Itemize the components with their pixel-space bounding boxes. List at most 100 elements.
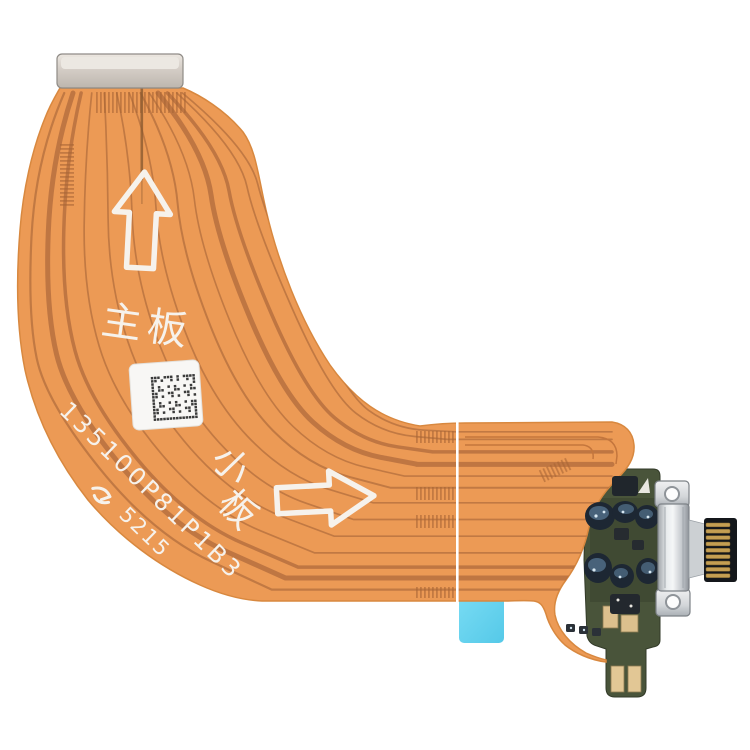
gold-pin	[705, 573, 731, 578]
white-divider-line	[456, 422, 459, 602]
qr-module	[175, 404, 178, 407]
qr-module	[167, 391, 171, 395]
qr-module	[168, 401, 172, 404]
ic-chip-bottom	[610, 594, 640, 614]
gold-pin	[705, 554, 731, 559]
usb-c-gold-pins	[705, 522, 731, 578]
qr-module	[183, 390, 187, 394]
qr-module	[195, 415, 198, 419]
qr-module	[151, 383, 154, 386]
usb-c-connector	[654, 480, 737, 617]
up-arrow-icon	[111, 169, 174, 272]
gold-pin	[705, 567, 731, 572]
qr-module	[154, 379, 157, 383]
qr-module	[173, 384, 177, 388]
ic-chip-mid2	[632, 540, 644, 550]
qr-module	[157, 376, 160, 380]
btb-connector-highlight	[61, 57, 179, 69]
qr-module	[174, 400, 178, 404]
pcb-components	[566, 476, 660, 636]
usb-c-bottom-screw-hole	[665, 594, 681, 610]
qr-module	[190, 399, 194, 403]
qr-module	[153, 418, 157, 422]
qr-module	[186, 377, 189, 381]
qr-module	[151, 389, 155, 393]
qr-module	[155, 392, 158, 396]
qr-module	[178, 410, 182, 413]
qr-module	[160, 379, 164, 383]
qr-module	[189, 374, 192, 377]
qr-module	[192, 377, 196, 380]
qr-module	[152, 402, 156, 406]
qr-module	[157, 389, 161, 392]
qr-module	[178, 403, 181, 407]
mic-pad	[627, 665, 642, 693]
qr-module	[161, 388, 164, 392]
qr-module	[163, 375, 167, 379]
qr-module	[168, 407, 172, 411]
qr-module	[166, 417, 170, 421]
copper-trace	[139, 92, 613, 489]
gold-pin	[705, 529, 731, 534]
qr-module	[179, 416, 182, 420]
qr-module	[189, 386, 193, 390]
gold-pin	[705, 541, 731, 547]
qr-module	[182, 416, 186, 420]
qr-module	[186, 390, 190, 394]
qr-module	[151, 386, 155, 390]
usb-c-shell	[657, 503, 690, 592]
qr-module	[193, 399, 197, 403]
qr-module	[194, 402, 197, 406]
qr-module	[172, 407, 175, 411]
copper-trace	[165, 91, 614, 454]
ic-chip-top	[612, 476, 638, 496]
qr-module	[192, 373, 195, 377]
pcb-gold-pads	[602, 605, 642, 693]
qr-module	[183, 384, 186, 387]
copper-trace	[128, 92, 613, 504]
qr-module	[185, 374, 189, 378]
flex-slit-tail	[141, 178, 143, 204]
qr-module	[150, 376, 154, 380]
qr-module	[156, 418, 160, 421]
qr-module	[155, 395, 158, 399]
copper-trace	[83, 92, 613, 554]
qr-sticker	[128, 359, 204, 431]
ic-chip-mid	[614, 528, 629, 540]
qr-module	[151, 392, 155, 396]
qr-module	[173, 388, 177, 391]
manufacturer-logo-icon	[91, 486, 112, 505]
qr-module	[163, 417, 166, 421]
qr-module	[172, 410, 175, 414]
silkscreen-arrow-mark	[638, 478, 650, 493]
qr-module	[194, 405, 198, 409]
qr-module	[191, 402, 194, 406]
copper-trace	[175, 92, 613, 441]
qr-module	[187, 393, 190, 397]
small-components-row	[566, 624, 601, 636]
qr-module	[159, 405, 162, 408]
qr-module	[176, 378, 180, 381]
qr-module	[185, 416, 189, 419]
mic-pad	[610, 665, 625, 693]
qr-module	[172, 417, 176, 420]
qr-module	[167, 385, 171, 388]
qr-module	[152, 399, 155, 402]
qr-module	[188, 406, 191, 409]
qr-module	[170, 378, 173, 382]
qr-module	[192, 380, 196, 383]
qr-module	[182, 374, 186, 378]
qr-module	[191, 415, 195, 419]
qr-module	[194, 409, 198, 412]
qr-module	[153, 415, 157, 418]
qr-module	[171, 394, 174, 398]
qr-module	[161, 395, 165, 399]
usb-c-top-screw-hole	[664, 486, 680, 502]
qr-module	[166, 375, 170, 379]
gold-pin	[705, 560, 731, 566]
gold-pin	[705, 535, 731, 540]
qr-module	[188, 409, 191, 413]
qr-module	[153, 411, 156, 415]
blue-pull-tape	[459, 592, 504, 643]
